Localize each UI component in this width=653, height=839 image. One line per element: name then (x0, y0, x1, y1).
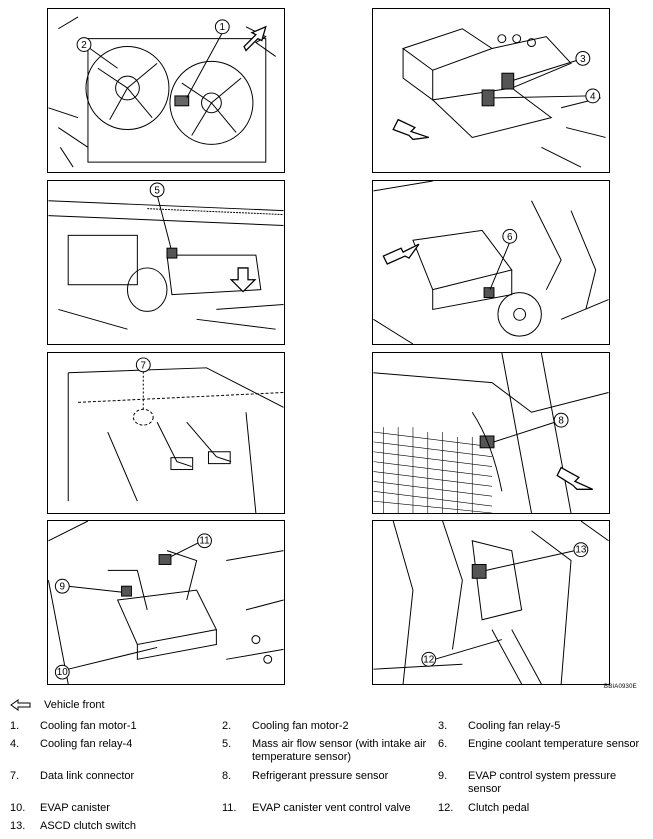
svg-text:2: 2 (81, 40, 86, 51)
figure-code: BBIA0930E (604, 684, 637, 690)
legend-item-8: 8.Refrigerant pressure sensor (222, 770, 389, 782)
svg-text:7: 7 (141, 360, 146, 371)
svg-text:5: 5 (154, 185, 160, 196)
svg-text:8: 8 (558, 416, 564, 427)
svg-text:4: 4 (590, 91, 596, 102)
legend-item-1: 1.Cooling fan motor-1 (10, 720, 137, 732)
svg-text:9: 9 (60, 582, 66, 593)
callout-10: 10 (54, 646, 158, 680)
callout-5: 5 (149, 182, 172, 249)
refrigerant-sensor-illustration: 8 (373, 353, 609, 513)
callout-13: 13 (485, 542, 589, 571)
callout-2: 2 (76, 37, 118, 69)
legend-item-12: 12.Clutch pedal (438, 802, 530, 814)
panel-data-link-connector: 7 (47, 352, 285, 514)
callout-3: 3 (513, 50, 591, 81)
panel-cooling-fan: 1 2 (47, 8, 285, 173)
data-link-connector-illustration: 7 (67, 357, 284, 513)
svg-text:3: 3 (580, 54, 586, 65)
callout-4: 4 (493, 88, 601, 104)
vehicle-front-key: Vehicle front (10, 698, 105, 712)
legend-item-13: 13.ASCD clutch switch (10, 820, 136, 832)
callout-8: 8 (493, 412, 569, 443)
clutch-switch-illustration: 12 13 (373, 521, 609, 684)
svg-text:1: 1 (220, 22, 225, 33)
legend-item-3: 3.Cooling fan relay-5 (438, 720, 561, 732)
legend-item-7: 7.Data link connector (10, 770, 135, 782)
svg-text:13: 13 (575, 545, 586, 556)
legend-item-9: 9.EVAP control system pressure sensor (438, 770, 617, 795)
panel-evap-canister: 9 10 11 (47, 520, 285, 685)
callout-12: 12 (421, 639, 503, 667)
svg-text:6: 6 (507, 232, 513, 243)
evap-canister-illustration: 9 10 11 (48, 521, 284, 684)
callout-7: 7 (135, 357, 151, 411)
panel-relay-box: 3 4 (372, 8, 610, 173)
panel-refrigerant-pressure-sensor: 8 (372, 352, 610, 514)
legend-item-11: 11.EVAP canister vent control valve (222, 802, 411, 814)
legend-item-4: 4.Cooling fan relay-4 (10, 738, 133, 750)
svg-text:10: 10 (57, 667, 68, 678)
legend-item-6: 6.Engine coolant temperature sensor (438, 738, 640, 750)
callout-1: 1 (186, 19, 230, 99)
panel-ascd-clutch-switch: 12 13 (372, 520, 610, 685)
legend-item-10: 10.EVAP canister (10, 802, 110, 814)
svg-text:11: 11 (199, 536, 209, 547)
relay-box-illustration: 3 4 (392, 28, 606, 168)
vehicle-front-label: Vehicle front (44, 699, 105, 711)
panel-ect-sensor: 6 (372, 180, 610, 345)
vehicle-front-arrow-icon (10, 699, 31, 711)
legend-item-2: 2.Cooling fan motor-2 (222, 720, 349, 732)
panel-maf-sensor: 5 (47, 180, 285, 345)
maf-sensor-illustration: 5 (48, 182, 284, 330)
cooling-fan-illustration: 1 2 (48, 16, 276, 168)
legend-item-5: 5.Mass air flow sensor (with intake air … (222, 738, 427, 763)
callout-9: 9 (54, 578, 122, 594)
callout-6: 6 (489, 228, 518, 290)
ect-sensor-illustration: 6 (373, 181, 609, 344)
callout-11: 11 (170, 533, 212, 558)
svg-text:12: 12 (423, 654, 434, 665)
